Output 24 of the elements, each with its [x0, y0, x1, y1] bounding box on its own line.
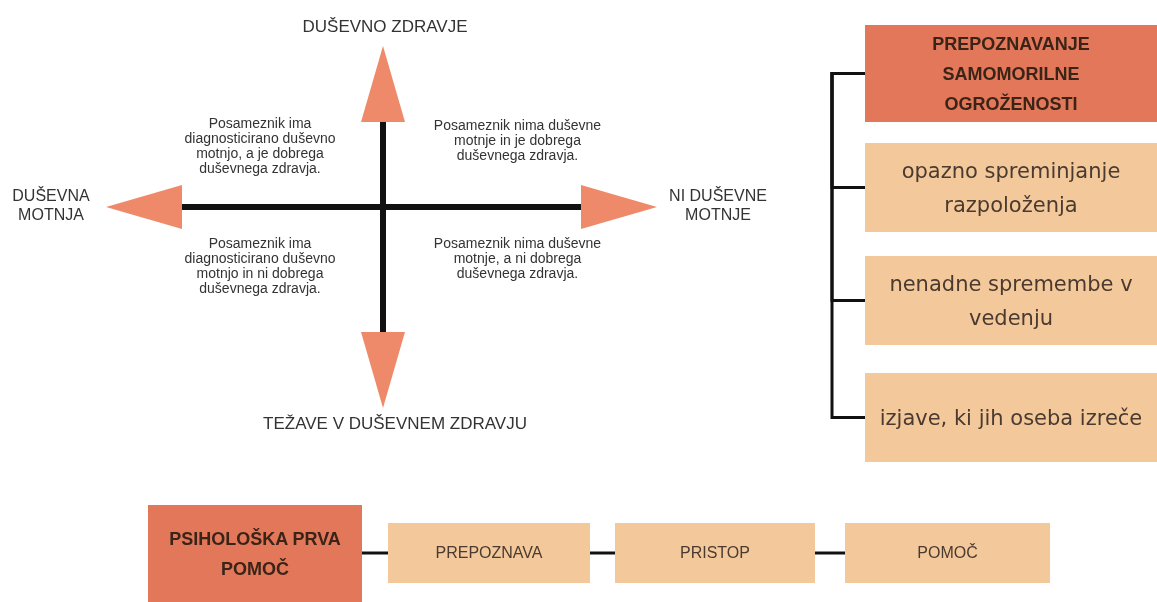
axis-arrow — [106, 185, 383, 229]
quadrant-text: Posameznik nima duševne motnje in je dobrega duševnega zdravja. — [432, 118, 603, 163]
connector-line — [362, 551, 388, 555]
axis-arrow — [383, 185, 657, 229]
axis-label: DUŠEVNO ZDRAVJE — [285, 8, 485, 58]
step-box: PRISTOP — [615, 523, 815, 583]
item-box: izjave, ki jih oseba izreče — [865, 373, 1157, 462]
step-box: PREPOZNAVA — [388, 523, 590, 583]
connector-line — [815, 551, 845, 555]
heading-box: PSIHOLOŠKA PRVA POMOČ — [148, 505, 362, 602]
axis-label: TEŽAVE V DUŠEVNEM ZDRAVJU — [230, 396, 560, 440]
quadrant-text: Posameznik nima duševne motnje, a ni dobrega duševnega zdravja. — [432, 236, 603, 281]
item-box: opazno spreminjanje razpoloženja — [865, 143, 1157, 232]
axis-arrow — [361, 207, 405, 408]
quadrant-text: Posameznik ima diagnosticirano duševno motnjo in ni dobrega duševnega zdravja. — [183, 236, 337, 296]
connector-line — [590, 551, 615, 555]
axis-label: DUŠEVNA MOTNJA — [0, 180, 118, 230]
connector-line — [830, 72, 865, 419]
heading-box: PREPOZNAVANJE SAMOMORILNE OGROŽENOSTI — [865, 25, 1157, 122]
item-box: nenadne spremembe v vedenju — [865, 256, 1157, 345]
axis-label: NI DUŠEVNE MOTNJE — [645, 180, 775, 230]
axis-arrow — [361, 46, 405, 207]
step-box: POMOČ — [845, 523, 1050, 583]
quadrant-text: Posameznik ima diagnosticirano duševno motnjo, a je dobrega duševnega zdravja. — [183, 116, 337, 176]
